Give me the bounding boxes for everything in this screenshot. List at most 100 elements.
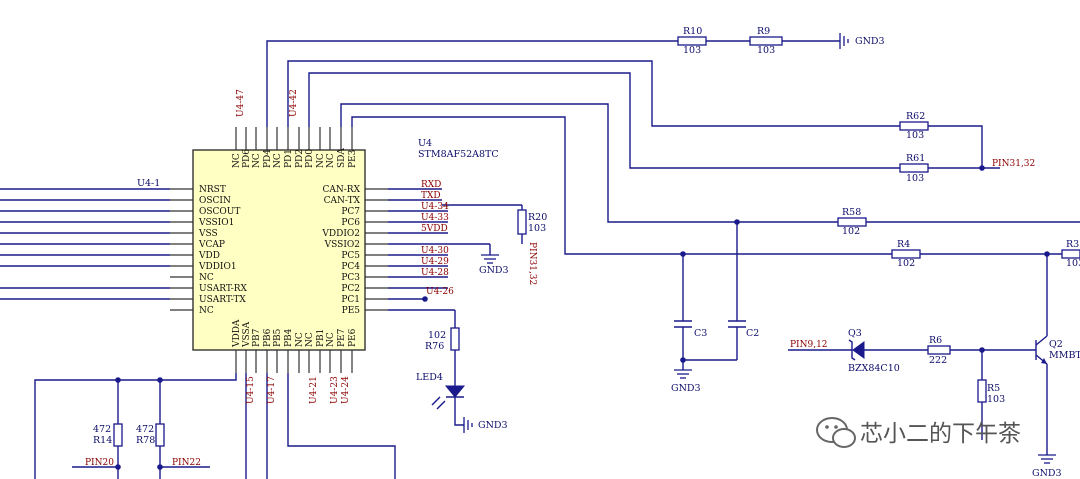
junction — [157, 377, 163, 383]
pin-label: PB4 — [284, 328, 294, 347]
junction — [157, 464, 163, 470]
resistor-r20 — [517, 209, 527, 235]
pin-label: PC6 — [341, 218, 360, 228]
net-label: U4-23 — [330, 376, 340, 404]
net-label-top-b: U4-42 — [289, 89, 299, 117]
r76-ref: R76 — [425, 341, 444, 352]
gnd-label: GND3 — [479, 265, 509, 276]
pin-label: NC — [316, 153, 326, 168]
q3-ref: Q3 — [848, 328, 862, 339]
pin-label: PC1 — [341, 295, 360, 305]
gnd-label: GND3 — [855, 36, 885, 47]
ground-symbol — [463, 417, 473, 433]
r5-value: 103 — [987, 394, 1005, 405]
pin-label: NC — [326, 153, 336, 168]
net-label-left: U4-1 — [137, 178, 160, 189]
r62-value: 103 — [906, 130, 924, 141]
net-label: RXD — [421, 180, 441, 190]
pin-label: VSSIO1 — [198, 218, 234, 228]
pin-label: NC — [252, 153, 262, 168]
r20-ref: R20 — [528, 212, 547, 223]
wechat-logo-icon — [816, 417, 856, 448]
junction — [680, 251, 686, 257]
net-label: U4-21 — [309, 376, 319, 404]
net-label: U4-15 — [246, 376, 256, 404]
pin-label: VDDIO2 — [321, 229, 360, 239]
chip-bottom-pins — [235, 350, 353, 373]
c2-ref: C2 — [746, 328, 759, 339]
pin-label-r61: PIN31,32 — [992, 159, 1035, 169]
r14-value: 472 — [93, 424, 111, 435]
pin-label: CAN-TX — [324, 196, 361, 206]
junction — [979, 165, 985, 171]
net-label: U4-28 — [421, 268, 449, 278]
ground-symbol — [674, 369, 692, 379]
r58-value: 102 — [842, 226, 860, 237]
chip-left-pins — [170, 188, 193, 311]
pin-label: NC — [305, 332, 315, 347]
watermark-text: 芯小二的下午茶 — [860, 421, 1021, 447]
chip-body — [192, 149, 366, 351]
resistor-r62 — [899, 121, 929, 131]
chip-bottom-pin-labels: VDDA VSSA PB7 PB6 PB5 PB4 NC NC PB1 NC P… — [232, 319, 358, 348]
pin-label: NC — [295, 332, 305, 347]
capacitor-c3 — [674, 320, 692, 328]
right-wires — [388, 188, 522, 311]
pin-label: VDDA — [232, 319, 242, 348]
pin-label: NC — [326, 332, 336, 347]
pin-label: PB5 — [273, 328, 283, 347]
net-label: U4-26 — [426, 287, 454, 297]
pin-label: CAN-RX — [323, 185, 361, 195]
c3-ref: C3 — [694, 328, 707, 339]
pin-label: VCAP — [198, 240, 225, 250]
chip-right-pins — [365, 188, 388, 311]
r9-value: 103 — [757, 45, 775, 56]
resistor-r58 — [837, 217, 867, 227]
pin-label: USART-RX — [199, 284, 248, 294]
pin-label: PE6 — [348, 328, 358, 347]
r9-ref: R9 — [757, 26, 770, 37]
pin-label: PB1 — [316, 329, 326, 347]
pin-label: PD0 — [305, 149, 315, 168]
pin-label: PE7 — [337, 328, 347, 347]
chip-top-pins — [235, 127, 353, 150]
pin-label: USART-TX — [199, 295, 246, 305]
r78-ref: R78 — [136, 435, 155, 446]
r6-value: 222 — [929, 355, 947, 366]
resistor-r78 — [155, 423, 165, 447]
chip-right-pin-labels: CAN-RX CAN-TX PC7 PC6 VDDIO2 VSSIO2 PC5 … — [321, 185, 360, 316]
pin-label: PC4 — [341, 262, 360, 272]
pin-label: PC2 — [341, 284, 360, 294]
pin-label: NC — [199, 306, 214, 316]
gnd-label: GND3 — [1032, 468, 1062, 479]
chip-top-pin-labels: NC PD6 NC PD4 NC PD1 PD2 PD0 NC NC SDA P… — [232, 148, 358, 168]
r3-ref: R3 — [1066, 239, 1079, 250]
net-label: U4-33 — [421, 213, 449, 223]
junction — [1044, 251, 1050, 257]
net-label: U4-29 — [421, 257, 449, 267]
net-label: U4-17 — [267, 376, 277, 404]
pin-label: SDA — [337, 148, 347, 168]
pin-label: PB6 — [263, 328, 273, 347]
pin-label: PB7 — [252, 328, 262, 347]
r3-value: 103 — [1066, 258, 1080, 269]
r10-value: 103 — [683, 45, 701, 56]
led4-ref: LED4 — [416, 372, 443, 383]
net-label: U4-34 — [421, 202, 449, 212]
r20-value: 103 — [528, 223, 546, 234]
r61-ref: R61 — [906, 153, 925, 164]
r10-ref: R10 — [683, 26, 702, 37]
pin-label: NC — [273, 153, 283, 168]
pin-label: PC7 — [341, 207, 360, 217]
gnd-label: GND3 — [671, 383, 701, 394]
junction — [115, 464, 121, 470]
resistor-r6 — [927, 345, 951, 355]
resistor-r14 — [113, 423, 123, 447]
right-net-labels: RXD TXD U4-34 U4-33 5VDD U4-30 U4-29 U4-… — [421, 180, 454, 297]
resistor-r9 — [749, 36, 783, 46]
transistor-q2-icon — [1035, 254, 1048, 455]
r58-ref: R58 — [842, 207, 861, 218]
pin-label-pin22: PIN22 — [172, 458, 201, 468]
resistor-r76 — [450, 327, 460, 351]
